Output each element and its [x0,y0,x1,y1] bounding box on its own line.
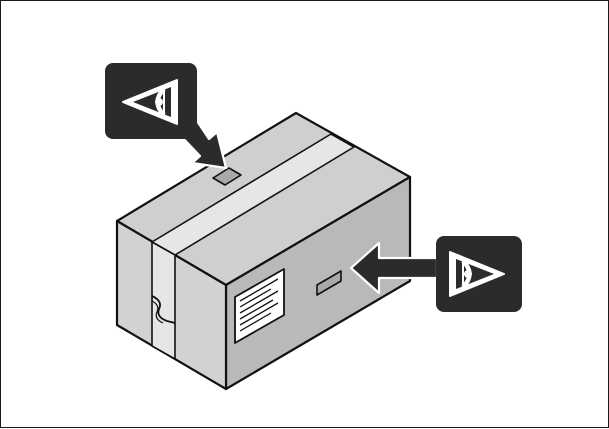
tape-side [151,241,176,360]
front-inspection-window [316,270,342,296]
eye-inspect-icon [436,236,522,312]
shipping-label [234,268,285,344]
top-inspection-window [212,167,242,186]
tape-tear-mark-2 [151,300,164,324]
arrow-left-icon [349,241,439,295]
label-lines [239,278,279,332]
tape-tear-mark [151,295,176,324]
eye-inspect-icon [105,63,197,139]
